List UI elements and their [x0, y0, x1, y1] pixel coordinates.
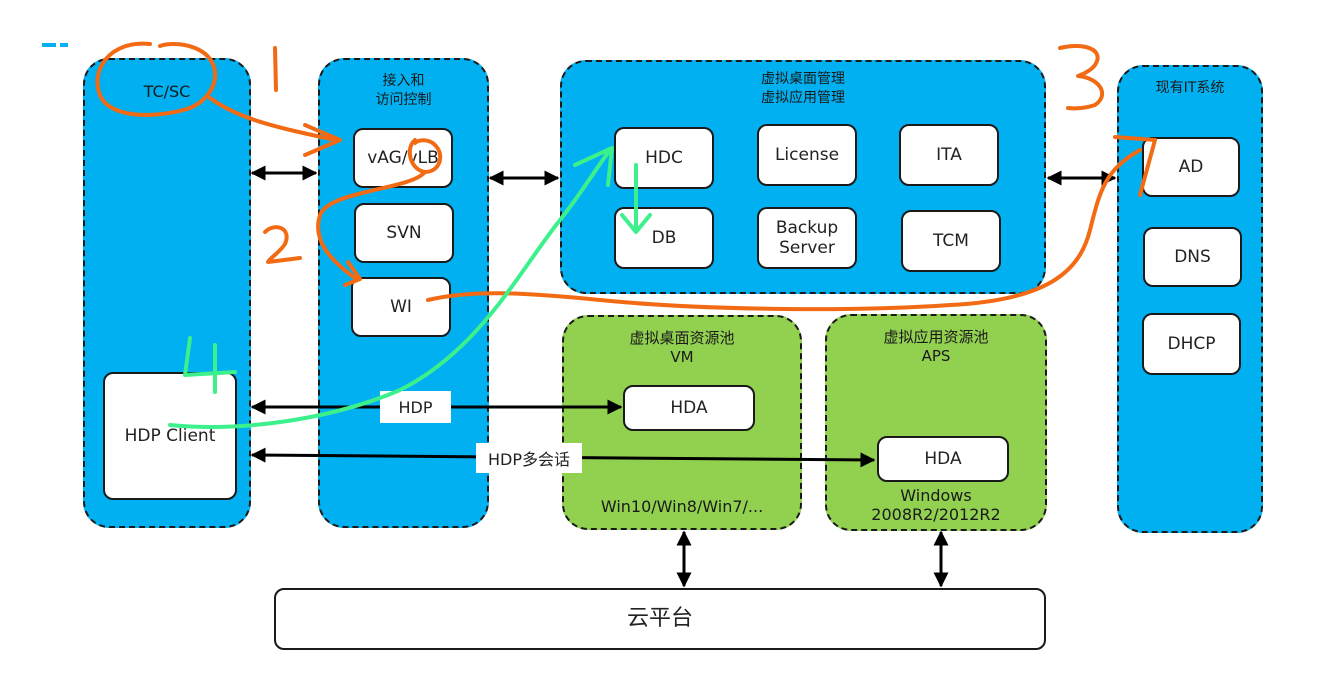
step-1-number	[273, 46, 278, 92]
wi-node[interactable]: WI	[351, 277, 451, 337]
desktop-pool-group: 虚拟桌面资源池 VM HDA Win10/Win8/Win7/...	[562, 315, 802, 530]
access-control-group: 接入和 访问控制 vAG/vLB SVN WI	[318, 58, 489, 528]
dhcp-node[interactable]: DHCP	[1142, 313, 1241, 375]
db-node[interactable]: DB	[614, 207, 714, 269]
client-group: TC/SC HDP Client	[83, 58, 251, 528]
ita-node[interactable]: ITA	[899, 124, 999, 186]
step-3-number	[1058, 44, 1105, 111]
hdp-multi-session-label: HDP多会话	[476, 443, 582, 473]
cloud-platform-node[interactable]: 云平台	[274, 588, 1046, 650]
hdp-client-node[interactable]: HDP Client	[103, 372, 237, 500]
existing-it-group-title: 现有IT系统	[1155, 80, 1225, 96]
app-pool-group: 虚拟应用资源池 APS HDA Windows 2008R2/2012R2	[825, 314, 1047, 531]
ad-node[interactable]: AD	[1142, 137, 1240, 197]
app-hda-node[interactable]: HDA	[877, 436, 1009, 482]
management-group-title: 虚拟桌面管理 虚拟应用管理	[761, 71, 845, 106]
access-group-title: 接入和 访问控制	[375, 73, 432, 108]
dns-node[interactable]: DNS	[1143, 227, 1242, 287]
desktop-pool-title: 虚拟桌面资源池 VM	[629, 329, 735, 366]
hdc-node[interactable]: HDC	[614, 127, 714, 189]
app-pool-title: 虚拟应用资源池 APS	[883, 328, 989, 365]
existing-it-group: 现有IT系统 AD DNS DHCP	[1117, 65, 1263, 533]
vag-vlb-node[interactable]: vAG/vLB	[353, 128, 453, 188]
app-pool-os: Windows 2008R2/2012R2	[871, 486, 1001, 524]
svn-node[interactable]: SVN	[354, 203, 454, 263]
desktop-pool-os: Win10/Win8/Win7/...	[600, 497, 764, 516]
license-node[interactable]: License	[757, 124, 857, 186]
decorative-dash	[42, 43, 68, 47]
management-group: 虚拟桌面管理 虚拟应用管理 HDC License ITA DB Backup …	[560, 60, 1046, 294]
client-group-title: TC/SC	[143, 82, 191, 101]
desktop-hda-node[interactable]: HDA	[623, 385, 755, 431]
tcm-node[interactable]: TCM	[901, 210, 1001, 272]
hdp-label: HDP	[380, 391, 451, 423]
step-2-number	[263, 225, 302, 264]
backup-server-node[interactable]: Backup Server	[757, 207, 857, 269]
